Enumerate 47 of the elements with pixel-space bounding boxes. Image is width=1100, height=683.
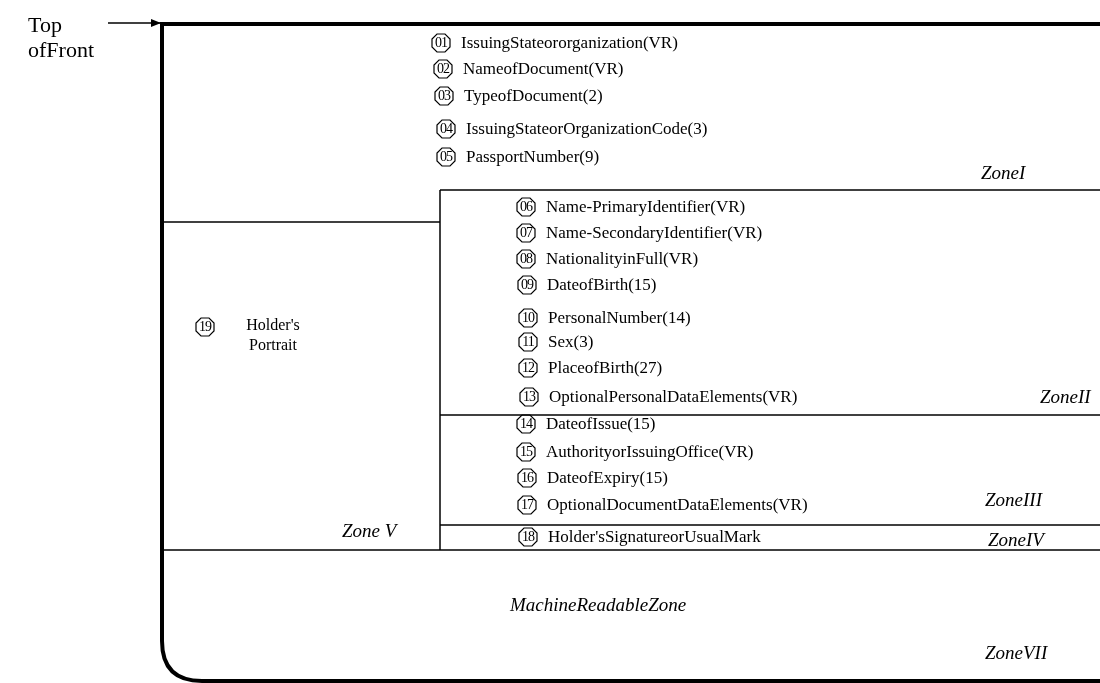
field-label: AuthorityorIssuingOffice(VR) [546, 442, 754, 462]
callout-number: 19 [195, 317, 215, 337]
field-label: Sex(3) [548, 332, 594, 352]
callout-number: 09 [517, 275, 537, 295]
field-label: TypeofDocument(2) [464, 86, 603, 106]
callout-number: 04 [436, 119, 456, 139]
callout-number: 13 [519, 387, 539, 407]
zone-label: ZoneI [981, 162, 1026, 184]
callout-number: 06 [516, 197, 536, 217]
arrow [107, 19, 161, 27]
field-label: DateofExpiry(15) [547, 468, 668, 488]
field-label: PlaceofBirth(27) [548, 358, 663, 378]
field-label: Holder'sSignatureorUsualMark [548, 527, 761, 547]
field-label: IssuingStateororganization(VR) [461, 33, 678, 53]
callout-number: 08 [516, 249, 536, 269]
callout-number: 12 [518, 358, 538, 378]
field-label: Holder's Portrait [245, 315, 301, 355]
callout-number: 05 [436, 147, 456, 167]
field-label: DateofIssue(15) [546, 414, 656, 434]
annotation-label: Top ofFront [28, 12, 95, 62]
callout-number: 01 [431, 33, 451, 53]
field-label: IssuingStateorOrganizationCode(3) [466, 119, 708, 139]
field-label: NationalityinFull(VR) [546, 249, 699, 269]
field-label: PassportNumber(9) [466, 147, 600, 167]
callout-number: 11 [518, 332, 538, 352]
field-label: PersonalNumber(14) [548, 308, 691, 328]
callout-number: 18 [518, 527, 538, 547]
zone-title: MachineReadableZone [510, 594, 687, 616]
field-label: OptionalDocumentDataElements(VR) [547, 495, 808, 515]
field-label: OptionalPersonalDataElements(VR) [549, 387, 798, 407]
callout-number: 10 [518, 308, 538, 328]
zone-label: ZoneIV [988, 529, 1044, 551]
field-label: DateofBirth(15) [547, 275, 657, 295]
zone-label: ZoneVII [985, 642, 1048, 664]
callout-number: 07 [516, 223, 536, 243]
callout-number: 03 [434, 86, 454, 106]
callout-number: 14 [516, 414, 536, 434]
callout-number: 16 [517, 468, 537, 488]
field-label: Name-PrimaryIdentifier(VR) [546, 197, 746, 217]
zone-label: ZoneIII [985, 489, 1042, 511]
field-label: Name-SecondaryIdentifier(VR) [546, 223, 763, 243]
zone-label: ZoneII [1040, 386, 1091, 408]
callout-number: 15 [516, 442, 536, 462]
zone-label: Zone V [342, 520, 397, 542]
field-label: NameofDocument(VR) [463, 59, 624, 79]
callout-number: 02 [433, 59, 453, 79]
callout-number: 17 [517, 495, 537, 515]
